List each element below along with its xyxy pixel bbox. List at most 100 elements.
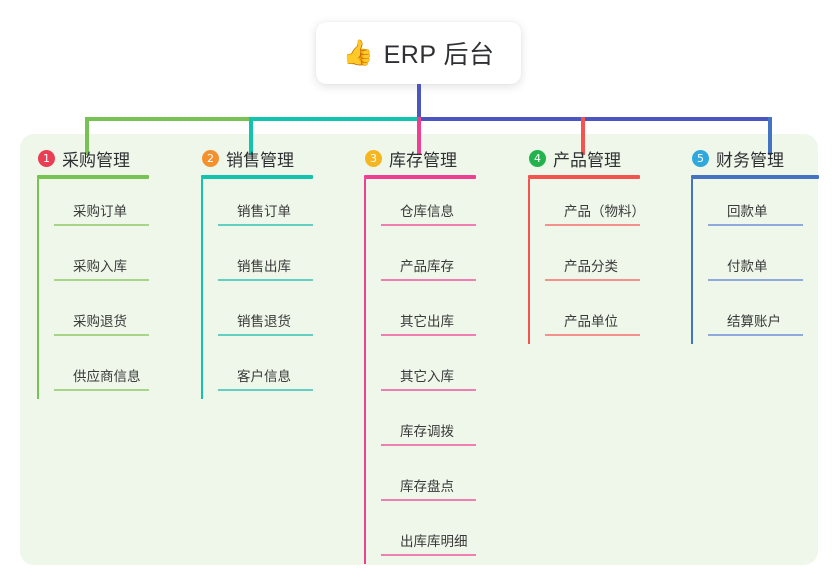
branch-leaf-list: 销售订单销售出库销售退货客户信息 <box>186 179 356 399</box>
leaf-underline <box>545 334 640 336</box>
leaf-node[interactable]: 产品分类 <box>530 234 683 289</box>
leaf-label: 销售出库 <box>237 259 291 274</box>
thumbs-up-icon: 👍 <box>342 38 374 67</box>
leaf-node[interactable]: 采购退货 <box>39 289 192 344</box>
leaf-label: 付款单 <box>727 259 768 274</box>
leaf-label: 采购订单 <box>73 204 127 219</box>
leaf-label: 出库库明细 <box>400 534 468 549</box>
branch-number-badge: 1 <box>38 149 55 167</box>
branch-column-1: 1 采购管理采购订单采购入库采购退货供应商信息 <box>22 146 192 399</box>
leaf-node[interactable]: 库存盘点 <box>366 454 519 509</box>
leaf-node[interactable]: 客户信息 <box>203 344 356 399</box>
leaf-label: 结算账户 <box>727 314 781 329</box>
leaf-node[interactable]: 销售退货 <box>203 289 356 344</box>
leaf-label: 库存盘点 <box>400 479 454 494</box>
branch-spine <box>37 179 39 399</box>
root-node-erp-backend[interactable]: 👍 ERP 后台 <box>316 22 521 84</box>
leaf-label: 销售订单 <box>237 204 291 219</box>
branch-spine <box>691 179 693 344</box>
trunk-segment-teal <box>249 117 421 121</box>
leaf-underline <box>54 279 149 281</box>
leaf-underline <box>381 444 476 446</box>
leaf-node[interactable]: 销售订单 <box>203 179 356 234</box>
leaf-label: 产品（物料） <box>564 204 645 219</box>
branch-title: 采购管理 <box>62 150 130 170</box>
trunk-segment-green <box>85 117 251 121</box>
leaf-node[interactable]: 产品（物料） <box>530 179 683 234</box>
branch-title: 产品管理 <box>553 150 621 170</box>
leaf-node[interactable]: 库存调拨 <box>366 399 519 454</box>
branch-number-badge: 3 <box>365 149 382 167</box>
leaf-node[interactable]: 采购入库 <box>39 234 192 289</box>
leaf-node[interactable]: 其它入库 <box>366 344 519 399</box>
branch-header-库存管理[interactable]: 3 库存管理 <box>349 146 519 170</box>
leaf-underline <box>708 224 803 226</box>
diagram-background-panel <box>20 134 818 565</box>
leaf-underline <box>54 224 149 226</box>
branch-underline <box>528 175 640 179</box>
branch-stem-4 <box>581 117 585 155</box>
branch-spine <box>364 179 366 564</box>
leaf-label: 产品单位 <box>564 314 618 329</box>
leaf-label: 客户信息 <box>237 369 291 384</box>
leaf-underline <box>218 279 313 281</box>
leaf-node[interactable]: 付款单 <box>693 234 839 289</box>
branch-underline <box>37 175 149 179</box>
branch-underline <box>691 175 819 179</box>
leaf-underline <box>381 554 476 556</box>
leaf-node[interactable]: 回款单 <box>693 179 839 234</box>
branch-underline <box>201 175 313 179</box>
branch-column-3: 3 库存管理仓库信息产品库存其它出库其它入库库存调拨库存盘点出库库明细 <box>349 146 519 564</box>
branch-header-产品管理[interactable]: 4 产品管理 <box>513 146 683 170</box>
leaf-node[interactable]: 销售出库 <box>203 234 356 289</box>
leaf-label: 采购入库 <box>73 259 127 274</box>
trunk-segment-indigo <box>417 117 772 121</box>
leaf-node[interactable]: 产品库存 <box>366 234 519 289</box>
leaf-node[interactable]: 出库库明细 <box>366 509 519 564</box>
leaf-underline <box>381 389 476 391</box>
branch-stem-2 <box>249 117 253 155</box>
branch-leaf-list: 仓库信息产品库存其它出库其它入库库存调拨库存盘点出库库明细 <box>349 179 519 564</box>
leaf-underline <box>381 224 476 226</box>
leaf-underline <box>218 389 313 391</box>
leaf-node[interactable]: 采购订单 <box>39 179 192 234</box>
leaf-underline <box>381 334 476 336</box>
leaf-node[interactable]: 产品单位 <box>530 289 683 344</box>
leaf-label: 回款单 <box>727 204 768 219</box>
branch-title: 财务管理 <box>716 150 784 170</box>
leaf-underline <box>381 499 476 501</box>
leaf-label: 供应商信息 <box>73 369 141 384</box>
branch-stem-3 <box>417 117 421 155</box>
root-connector-stem <box>417 84 421 120</box>
leaf-node[interactable]: 结算账户 <box>693 289 839 344</box>
branch-leaf-list: 回款单付款单结算账户 <box>676 179 839 344</box>
branch-underline <box>364 175 476 179</box>
leaf-label: 销售退货 <box>237 314 291 329</box>
leaf-underline <box>54 334 149 336</box>
branch-header-采购管理[interactable]: 1 采购管理 <box>22 146 192 170</box>
leaf-label: 产品分类 <box>564 259 618 274</box>
leaf-label: 产品库存 <box>400 259 454 274</box>
leaf-label: 采购退货 <box>73 314 127 329</box>
branch-number-badge: 4 <box>529 149 546 167</box>
leaf-underline <box>545 279 640 281</box>
leaf-label: 仓库信息 <box>400 204 454 219</box>
leaf-label: 其它出库 <box>400 314 454 329</box>
leaf-underline <box>545 224 640 226</box>
leaf-node[interactable]: 仓库信息 <box>366 179 519 234</box>
leaf-node[interactable]: 供应商信息 <box>39 344 192 399</box>
branch-spine <box>528 179 530 344</box>
branch-stem-1 <box>85 117 89 155</box>
branch-leaf-list: 采购订单采购入库采购退货供应商信息 <box>22 179 192 399</box>
branch-title: 销售管理 <box>226 150 294 170</box>
leaf-underline <box>218 334 313 336</box>
leaf-underline <box>54 389 149 391</box>
leaf-underline <box>218 224 313 226</box>
branch-title: 库存管理 <box>389 150 457 170</box>
leaf-node[interactable]: 其它出库 <box>366 289 519 344</box>
